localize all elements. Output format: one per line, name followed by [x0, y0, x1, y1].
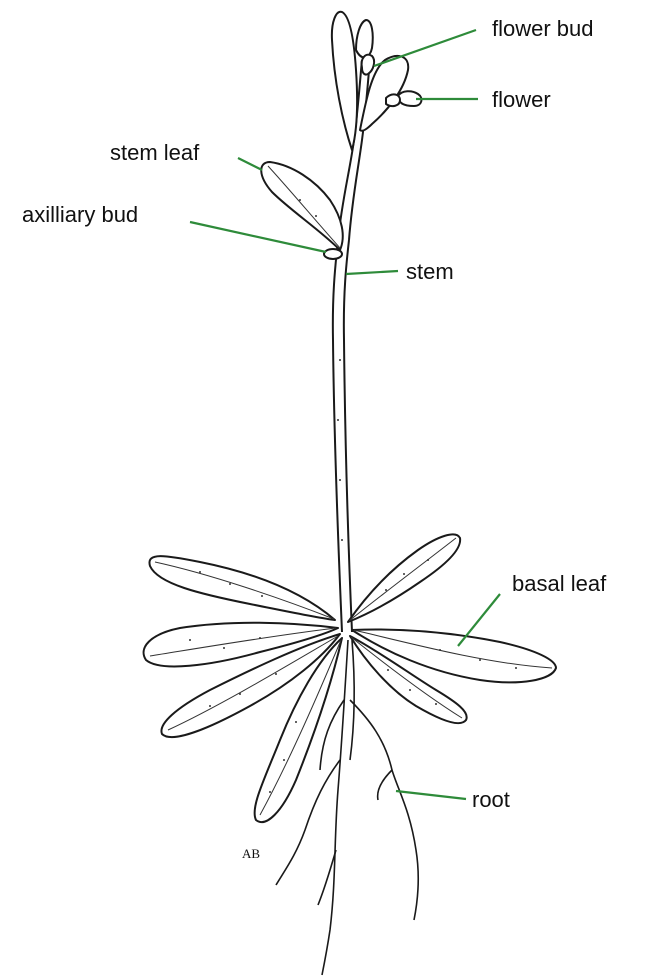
leader-axilliary-bud [190, 222, 326, 252]
leader-root [396, 791, 466, 799]
label-axilliary-bud: axilliary bud [22, 202, 138, 228]
label-basal-leaf: basal leaf [512, 571, 606, 597]
inflorescence-drawing [332, 12, 422, 150]
label-stem-leaf: stem leaf [110, 140, 199, 166]
artist-mark: AB [242, 846, 260, 861]
leader-stem-leaf [238, 158, 262, 170]
label-flower: flower [492, 87, 551, 113]
label-stem: stem [406, 259, 454, 285]
leader-stem [346, 271, 398, 274]
axilliary-bud-drawing [324, 249, 342, 259]
label-flower-bud: flower bud [492, 16, 594, 42]
basal-rosette [144, 199, 556, 822]
label-root: root [472, 787, 510, 813]
stem-leaf-drawing [261, 162, 343, 250]
leader-flower-bud [374, 30, 476, 66]
